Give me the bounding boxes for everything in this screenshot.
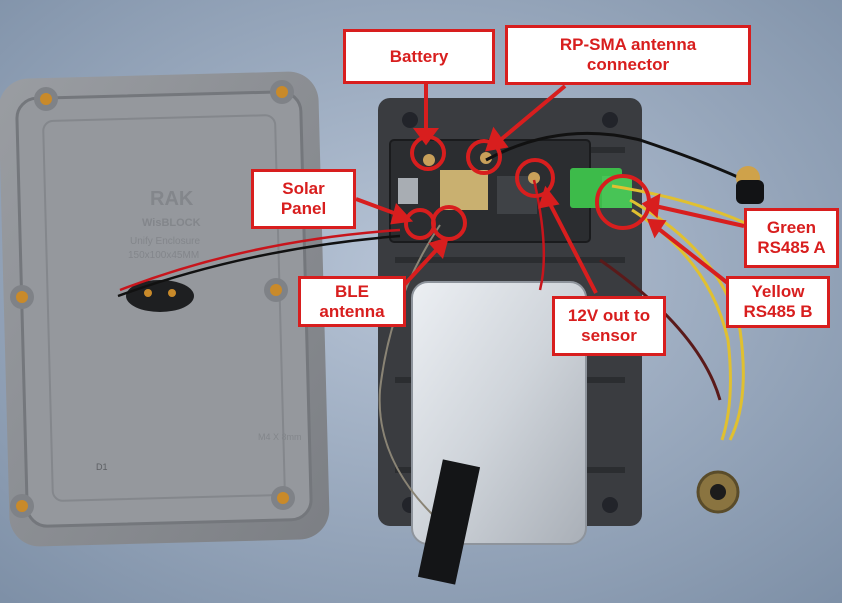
label-green-line2: RS485 A xyxy=(757,238,826,257)
enclosure-screw-spec: M4 X 8mm xyxy=(258,432,302,442)
enclosure-lid: RAK WisBLOCK Unify Enclosure 150x100x45M… xyxy=(0,71,330,547)
label-12v-line1: 12V out to xyxy=(567,306,651,325)
enclosure-size: 150x100x45MM xyxy=(128,250,199,261)
label-12v-out-to-sensor: 12V out to sensor xyxy=(552,296,666,356)
label-battery-line1: Battery xyxy=(389,46,449,66)
label-solar-line2: Panel xyxy=(280,199,327,218)
screw-insert xyxy=(10,80,295,518)
annotation-arrows xyxy=(355,84,745,294)
label-12v-line2: sensor xyxy=(581,326,637,345)
label-rp-sma-line1: RP-SMA antenna xyxy=(559,35,697,54)
label-solar-line1: Solar xyxy=(282,179,325,198)
label-ble-antenna: BLE antenna xyxy=(298,276,406,327)
enclosure-model: Unify Enclosure xyxy=(130,236,200,247)
label-rp-sma-line2: connector xyxy=(586,55,670,74)
enclosure-brand: RAK xyxy=(150,188,194,210)
enclosure-product: WisBLOCK xyxy=(142,217,201,229)
label-yellow-line2: RS485 B xyxy=(743,302,813,321)
label-yellow-rs485-b: Yellow RS485 B xyxy=(726,276,830,328)
rp-sma-cable xyxy=(485,131,764,204)
label-rp-sma-antenna-connector: RP-SMA antenna connector xyxy=(505,25,751,85)
label-battery: Battery xyxy=(343,29,495,84)
ble-antenna xyxy=(378,224,481,585)
enclosure-mark: D1 xyxy=(96,462,108,472)
label-ble-line1: BLE xyxy=(335,281,369,301)
label-ble-line2: antenna xyxy=(319,301,385,321)
label-yellow-line1: Yellow xyxy=(751,282,805,301)
label-solar-panel: Solar Panel xyxy=(251,169,356,229)
label-green-line1: Green xyxy=(766,218,817,237)
label-green-rs485-a: Green RS485 A xyxy=(744,208,839,268)
